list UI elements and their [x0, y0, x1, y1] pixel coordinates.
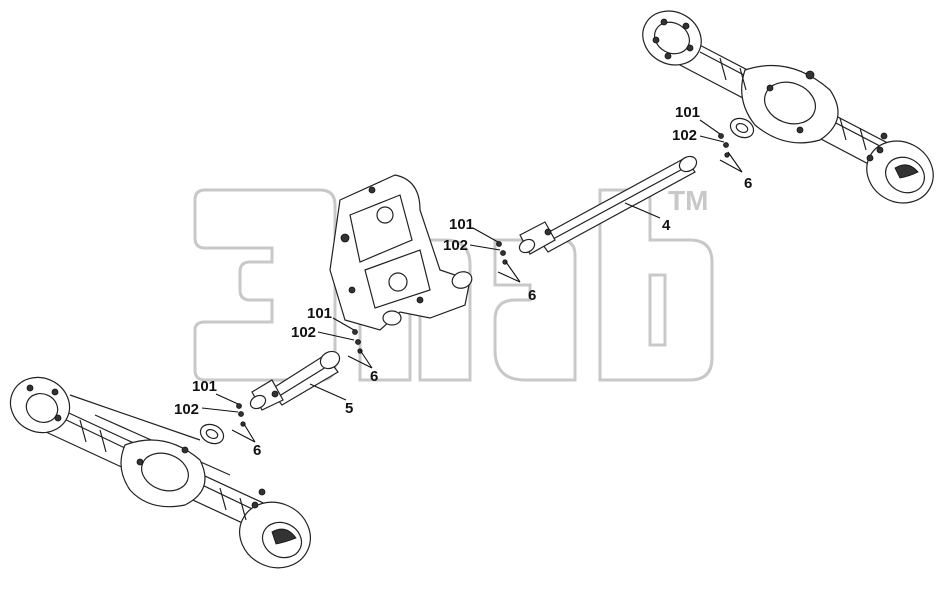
label-nut-front-axle: 102	[174, 401, 199, 418]
rear-axle	[642, 10, 934, 204]
label-bolt-transfer-front: 101	[449, 216, 474, 233]
watermark-logo: TM	[193, 185, 714, 382]
label-bolt-transfer-rear: 101	[307, 305, 332, 322]
label-fastener-rear-axle: 6	[744, 175, 752, 192]
callout-labels: 101 102 6 4 101 102 6 101 102 6 5 101 10…	[174, 104, 752, 459]
label-nut-transfer-rear: 102	[291, 324, 316, 341]
label-fastener-front-axle: 6	[253, 442, 261, 459]
propeller-shaft-rear	[249, 350, 341, 411]
leader-lines	[201, 119, 743, 443]
label-shaft-front: 4	[662, 217, 671, 234]
propeller-shaft-front	[518, 155, 698, 255]
label-bolt-front-axle: 101	[192, 378, 217, 395]
label-nut-transfer-front: 102	[443, 237, 468, 254]
watermark-tm: TM	[668, 185, 708, 216]
front-axle	[9, 376, 311, 569]
fastener-marks	[236, 133, 730, 427]
label-fastener-transfer-rear: 6	[370, 368, 378, 385]
transfer-gearbox	[329, 174, 473, 331]
label-nut-rear-axle: 102	[672, 127, 697, 144]
label-fastener-transfer-front: 6	[528, 287, 536, 304]
label-shaft-rear: 5	[345, 400, 353, 417]
label-bolt-rear-axle: 101	[675, 104, 700, 121]
